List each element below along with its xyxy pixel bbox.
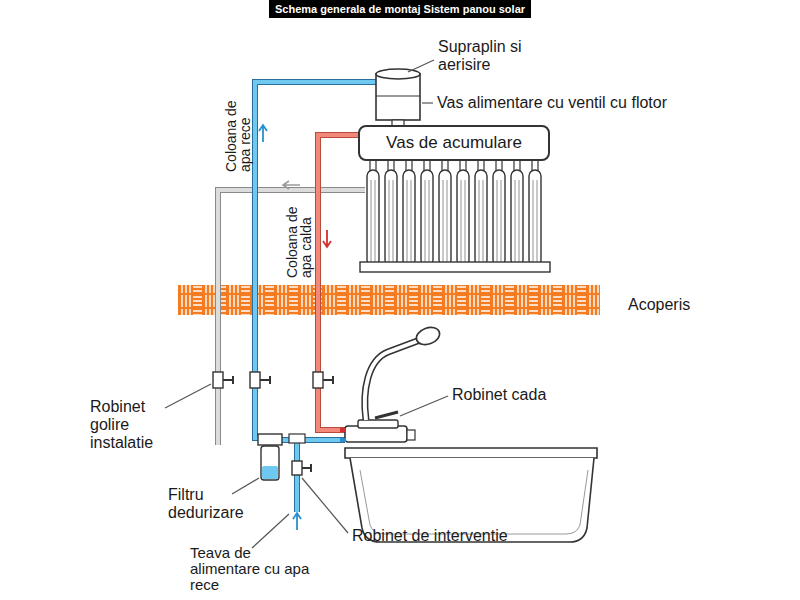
hot-inlet xyxy=(340,428,346,432)
title-band: Schema generala de montaj Sistem panou s… xyxy=(269,0,531,18)
pipe-label: Coloana de apa calda xyxy=(285,188,313,278)
softener-filter xyxy=(258,434,305,480)
part-label: Teava de alimentare cu apa rece xyxy=(190,545,315,593)
part-label: Vas alimentare cu ventil cu flotor xyxy=(437,94,667,112)
flow-arrow xyxy=(323,230,331,247)
bath-faucet xyxy=(345,324,442,442)
hot-pipe-fill xyxy=(318,135,360,430)
part-label: Supraplin si aerisire xyxy=(438,38,523,74)
valve xyxy=(292,461,311,475)
hot-pipe xyxy=(318,135,360,430)
pipe-label: Coloana de apa rece xyxy=(224,90,252,172)
valve xyxy=(250,372,270,388)
flow-arrow xyxy=(283,181,300,189)
roof-band xyxy=(178,285,600,315)
vacuum-tubes xyxy=(367,160,541,266)
part-label: Robinet de interventie xyxy=(352,527,508,545)
valve xyxy=(213,372,233,388)
flow-arrow xyxy=(259,125,267,142)
part-label: Robinet golire instalatie xyxy=(90,398,170,452)
tube-frame xyxy=(360,262,550,272)
float-tank xyxy=(376,69,420,126)
storage-tank: Vas de acumulare xyxy=(358,125,550,161)
cold-inlet xyxy=(340,438,346,442)
supply-pipe-fill xyxy=(295,440,299,512)
supply-pipe xyxy=(294,440,300,512)
flow-arrow xyxy=(293,513,301,530)
part-label: Acoperis xyxy=(628,296,690,314)
tank-label: Vas de acumulare xyxy=(386,133,522,153)
part-label: Filtru dedurizare xyxy=(168,486,248,522)
part-label: Robinet cada xyxy=(452,386,546,404)
valve xyxy=(313,372,333,388)
